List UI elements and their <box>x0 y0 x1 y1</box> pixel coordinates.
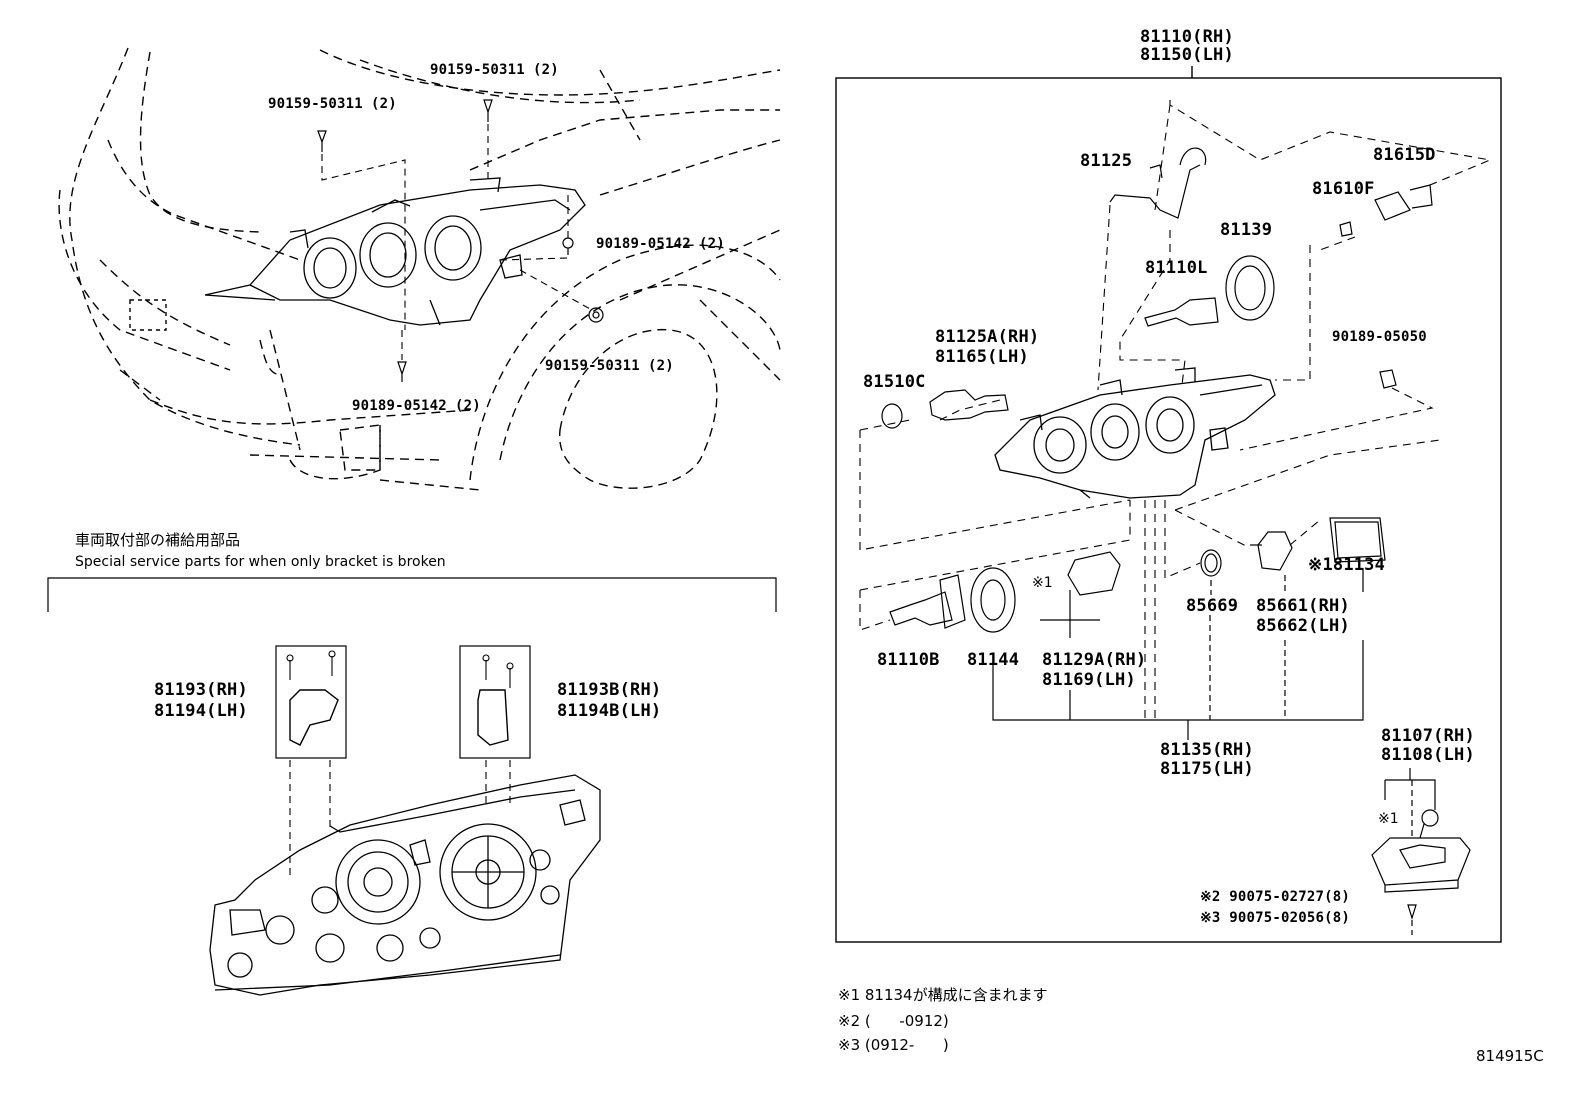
part-label-81110l: 81110L <box>1145 258 1208 278</box>
footnote-1: ※1 81134が構成に含まれます <box>838 986 1048 1004</box>
bracket-right-rh: 81193B(RH) <box>557 680 662 700</box>
part-label-85661: 85661(RH) <box>1256 596 1350 616</box>
part-label-81135: 81135(RH) <box>1160 740 1254 760</box>
part-label-81615d: 81615D <box>1373 145 1436 165</box>
part-label-81129a: 81129A(RH) <box>1042 650 1147 670</box>
assembly-solid-leaders <box>992 568 1436 935</box>
fastener-label: 90159-50311 <box>545 358 640 374</box>
part-label-85669: 85669 <box>1186 596 1239 616</box>
part-label-81510c: 81510C <box>863 372 926 392</box>
part-label-81610f: 81610F <box>1312 179 1375 199</box>
part-label-90189-05050: 90189-05050 <box>1332 329 1427 345</box>
part-label-81169: 81169(LH) <box>1042 670 1136 690</box>
leader-lines-top-left <box>321 124 593 360</box>
bracket-section-title-en: Special service parts for when only brac… <box>75 554 446 570</box>
headlamp-main <box>994 367 1276 499</box>
part-label-81165: 81165(LH) <box>935 347 1029 367</box>
bracket-left-lh: 81194(LH) <box>154 701 248 721</box>
fastener-label: 90189-05142 <box>352 398 447 414</box>
assembly-frame <box>835 77 1502 943</box>
assembly-parts <box>881 147 1471 921</box>
part-label-81134: ※181134 <box>1308 555 1386 575</box>
part-label-85662: 85662(LH) <box>1256 616 1350 636</box>
screw-label-2: ※3 90075-02056(8) <box>1200 910 1350 926</box>
note-mark-ballast: ※1 <box>1378 811 1399 827</box>
diagram-id: 814915C <box>1476 1047 1544 1065</box>
vehicle-outline <box>58 47 781 491</box>
part-label-81144: 81144 <box>967 650 1020 670</box>
part-label-81110b: 81110B <box>877 650 940 670</box>
bracket-left-rh: 81193(RH) <box>154 680 248 700</box>
part-label-81175: 81175(LH) <box>1160 759 1254 779</box>
headlamp-small <box>204 177 586 326</box>
bracket-right-lh: 81194B(LH) <box>557 701 662 721</box>
fastener-qty: (2) <box>699 236 725 252</box>
fastener-qty: (2) <box>648 358 674 374</box>
part-label-81125a: 81125A(RH) <box>935 327 1040 347</box>
bracket-section-title-jp: 車両取付部の補給用部品 <box>75 531 241 549</box>
fastener-label: 90189-05142 <box>596 236 691 252</box>
footnote-2: ※2 ( -0912) <box>838 1012 949 1030</box>
assembly-header-rh: 81110(RH) <box>1140 27 1234 47</box>
fastener-icons <box>317 99 604 382</box>
fastener-label: 90159-50311 <box>430 62 525 78</box>
part-label-81107: 81107(RH) <box>1381 726 1475 746</box>
fastener-qty: (2) <box>371 96 397 112</box>
headlamp-rear-view <box>209 774 601 996</box>
part-label-81139: 81139 <box>1220 220 1273 240</box>
footnote-3: ※3 (0912- ) <box>838 1036 949 1054</box>
assembly-header-lh: 81150(LH) <box>1140 45 1234 65</box>
part-label-81108: 81108(LH) <box>1381 745 1475 765</box>
assembly-dashed-leaders <box>859 100 1492 720</box>
screw-label-1: ※2 90075-02727(8) <box>1200 889 1350 905</box>
fastener-qty: (2) <box>533 62 559 78</box>
fastener-label: 90159-50311 <box>268 96 363 112</box>
note-mark-socket: ※1 <box>1032 575 1053 591</box>
part-label-81125: 81125 <box>1080 151 1133 171</box>
bracket-frame <box>47 577 777 612</box>
fastener-qty: (2) <box>455 398 481 414</box>
